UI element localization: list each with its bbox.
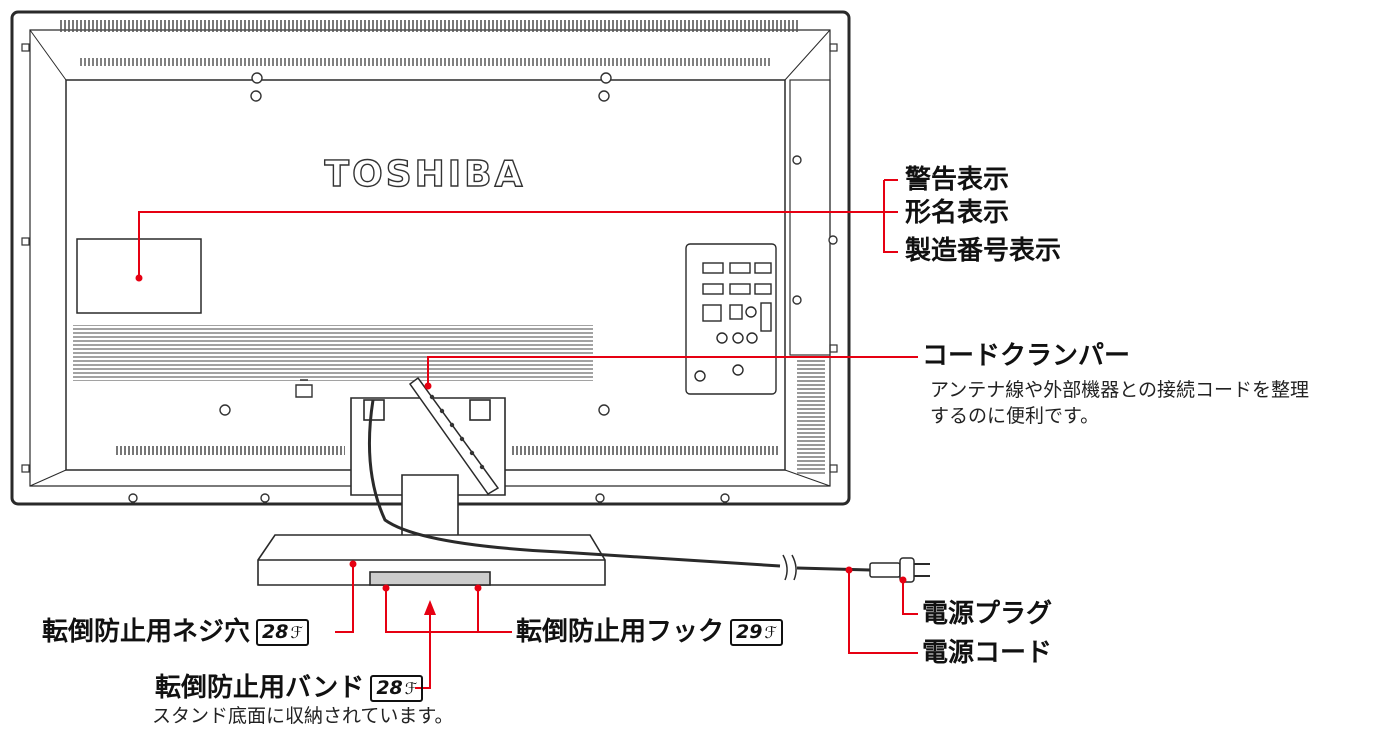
band-text: 転倒防止用バンド [155, 673, 365, 703]
top-vents-2 [80, 58, 770, 66]
page-ref-hook-number: 29 [736, 621, 763, 643]
leader-clamper [427, 356, 918, 386]
bottom-vent-strip-2 [510, 446, 780, 455]
leader-band [415, 612, 431, 689]
top-vents [60, 20, 800, 32]
cord-label: 電源コード [922, 638, 1053, 668]
leader-cord [848, 570, 918, 654]
clamper-note-line2: するのに便利です。 [930, 405, 1100, 427]
band-arrow-icon [424, 600, 436, 615]
serial-label: 製造番号表示 [905, 236, 1062, 266]
side-channel [789, 79, 831, 356]
warning-label: 警告表示 [905, 165, 1010, 195]
leader-lines [138, 179, 918, 689]
screws [128, 72, 838, 503]
lower-vents-left [73, 325, 593, 381]
terminal-panel [685, 243, 777, 395]
power-cord [367, 399, 871, 572]
clamper-note-line1: アンテナ線や外部機器との接続コードを整理 [930, 379, 1310, 401]
model-label: 形名表示 [905, 198, 1010, 228]
side-vents [797, 355, 825, 475]
clamper-label: コードクランパー [922, 341, 1131, 371]
plug-label: 電源プラグ [922, 599, 1053, 629]
cord-break-mark [782, 554, 797, 581]
corner-marks [21, 43, 838, 473]
page-ref-screw-hole-mark: ℱ [290, 623, 304, 642]
leader-hook [385, 588, 512, 633]
page-ref-hook-mark: ℱ [764, 623, 778, 642]
page-ref-screw-hole-number: 28 [262, 621, 289, 643]
stand [257, 397, 606, 586]
band-note: スタンド底面に収納されています。 [152, 705, 454, 727]
hook-text: 転倒防止用フック [516, 617, 725, 647]
leader-bracket [883, 180, 898, 253]
page-ref-band-mark: ℱ [404, 679, 418, 698]
cord-clamper-bar [408, 376, 500, 496]
leader-label-plate [138, 211, 884, 278]
leader-plug [902, 580, 918, 615]
leader-screw-hole [335, 564, 354, 633]
screw-hole-text: 転倒防止用ネジ穴 [42, 617, 251, 647]
power-plug [869, 557, 930, 583]
toshiba-logo: TOSHIBA [325, 154, 526, 195]
leader-dots [135, 274, 907, 592]
bottom-vent-strip [115, 446, 345, 455]
page-ref-band-number: 28 [376, 677, 403, 699]
center-hook-icon [295, 379, 313, 398]
